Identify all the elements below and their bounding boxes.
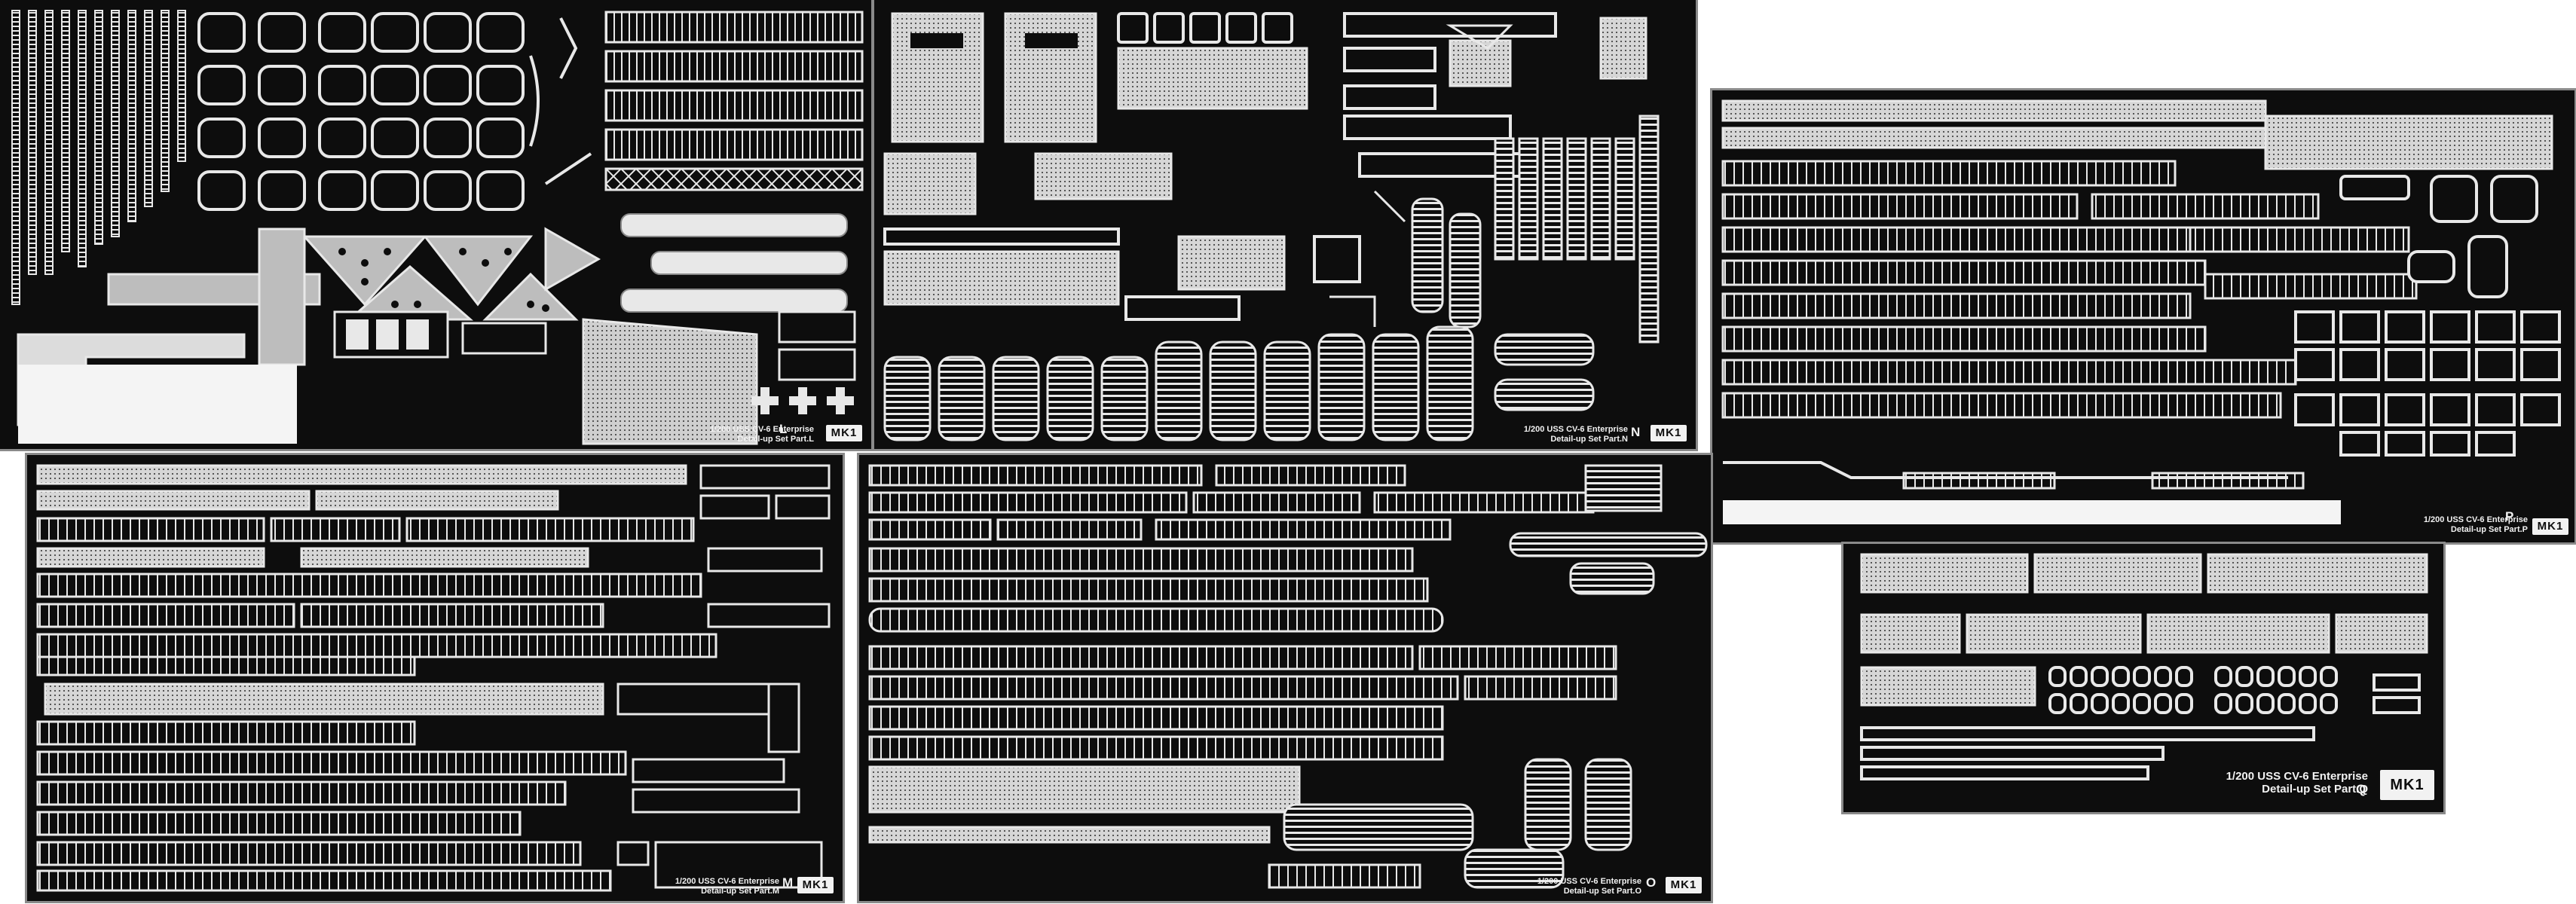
sheet-l-parts — [11, 10, 864, 445]
sheet-m-subtitle-line: Detail-up Set Part.M — [701, 886, 779, 896]
sheet-m-title-line: 1/200 USS CV-6 Enterprise — [675, 877, 779, 886]
sheet-l-title: 1/200 USS CV-6 Enterprise Detail-up Set … — [666, 425, 814, 444]
sheet-l-title-line: 1/200 USS CV-6 Enterprise — [709, 425, 814, 434]
sheet-n-parts — [883, 12, 1660, 441]
mk1-logo-m: MK1 — [797, 877, 834, 893]
sheet-l-subtitle-line: Detail-up Set Part.L — [737, 434, 814, 444]
sheet-n-title: 1/200 USS CV-6 Enterprise Detail-up Set … — [1480, 425, 1628, 444]
mk1-logo-p: MK1 — [2532, 518, 2568, 535]
fret-sheet-m: M 1/200 USS CV-6 Enterprise Detail-up Se… — [25, 453, 845, 903]
sheet-p-parts — [1721, 99, 2561, 524]
sheet-m-parts — [36, 464, 831, 892]
sheet-p-letter: P — [2505, 509, 2514, 524]
sheet-q-letter: Q — [2356, 782, 2366, 796]
sheet-q-title-line: 1/200 USS CV-6 Enterprise — [2226, 770, 2368, 783]
mk1-logo-o: MK1 — [1666, 877, 1702, 893]
mk1-logo-l: MK1 — [826, 425, 862, 441]
sheet-o-parts — [868, 464, 1708, 889]
sheet-q-title: 1/200 USS CV-6 Enterprise Detail-up Set … — [2193, 770, 2368, 796]
sheet-o-letter: O — [1646, 875, 1657, 890]
sheet-l-letter: L — [779, 422, 788, 436]
sheet-p-title: 1/200 USS CV-6 Enterprise Detail-up Set … — [2380, 515, 2528, 534]
fret-sheet-n: N 1/200 USS CV-6 Enterprise Detail-up Se… — [872, 0, 1698, 451]
fret-sheet-q: Q 1/200 USS CV-6 Enterprise Detail-up Se… — [1841, 542, 2446, 814]
sheet-n-subtitle-line: Detail-up Set Part.N — [1550, 434, 1628, 444]
sheet-m-letter: M — [782, 875, 794, 890]
sheet-p-subtitle-line: Detail-up Set Part.P — [2450, 524, 2528, 534]
sheet-q-parts — [1860, 553, 2428, 780]
sheet-q-subtitle-line: Detail-up Set Part.Q — [2262, 783, 2368, 796]
sheet-m-title: 1/200 USS CV-6 Enterprise Detail-up Set … — [632, 877, 779, 896]
sheet-p-title-line: 1/200 USS CV-6 Enterprise — [2423, 515, 2528, 524]
sheet-o-title: 1/200 USS CV-6 Enterprise Detail-up Set … — [1494, 877, 1641, 896]
sheet-n-title-line: 1/200 USS CV-6 Enterprise — [1523, 425, 1628, 434]
fret-sheet-l: L 1/200 USS CV-6 Enterprise Detail-up Se… — [0, 0, 873, 451]
sheet-n-letter: N — [1631, 425, 1641, 439]
sheet-o-title-line: 1/200 USS CV-6 Enterprise — [1537, 877, 1641, 886]
fret-sheet-o: O 1/200 USS CV-6 Enterprise Detail-up Se… — [857, 453, 1713, 903]
mk1-logo-q: MK1 — [2380, 770, 2434, 800]
sheet-o-subtitle-line: Detail-up Set Part.O — [1563, 886, 1641, 896]
fret-sheet-p: P 1/200 USS CV-6 Enterprise Detail-up Se… — [1710, 88, 2576, 545]
mk1-logo-n: MK1 — [1651, 425, 1687, 441]
